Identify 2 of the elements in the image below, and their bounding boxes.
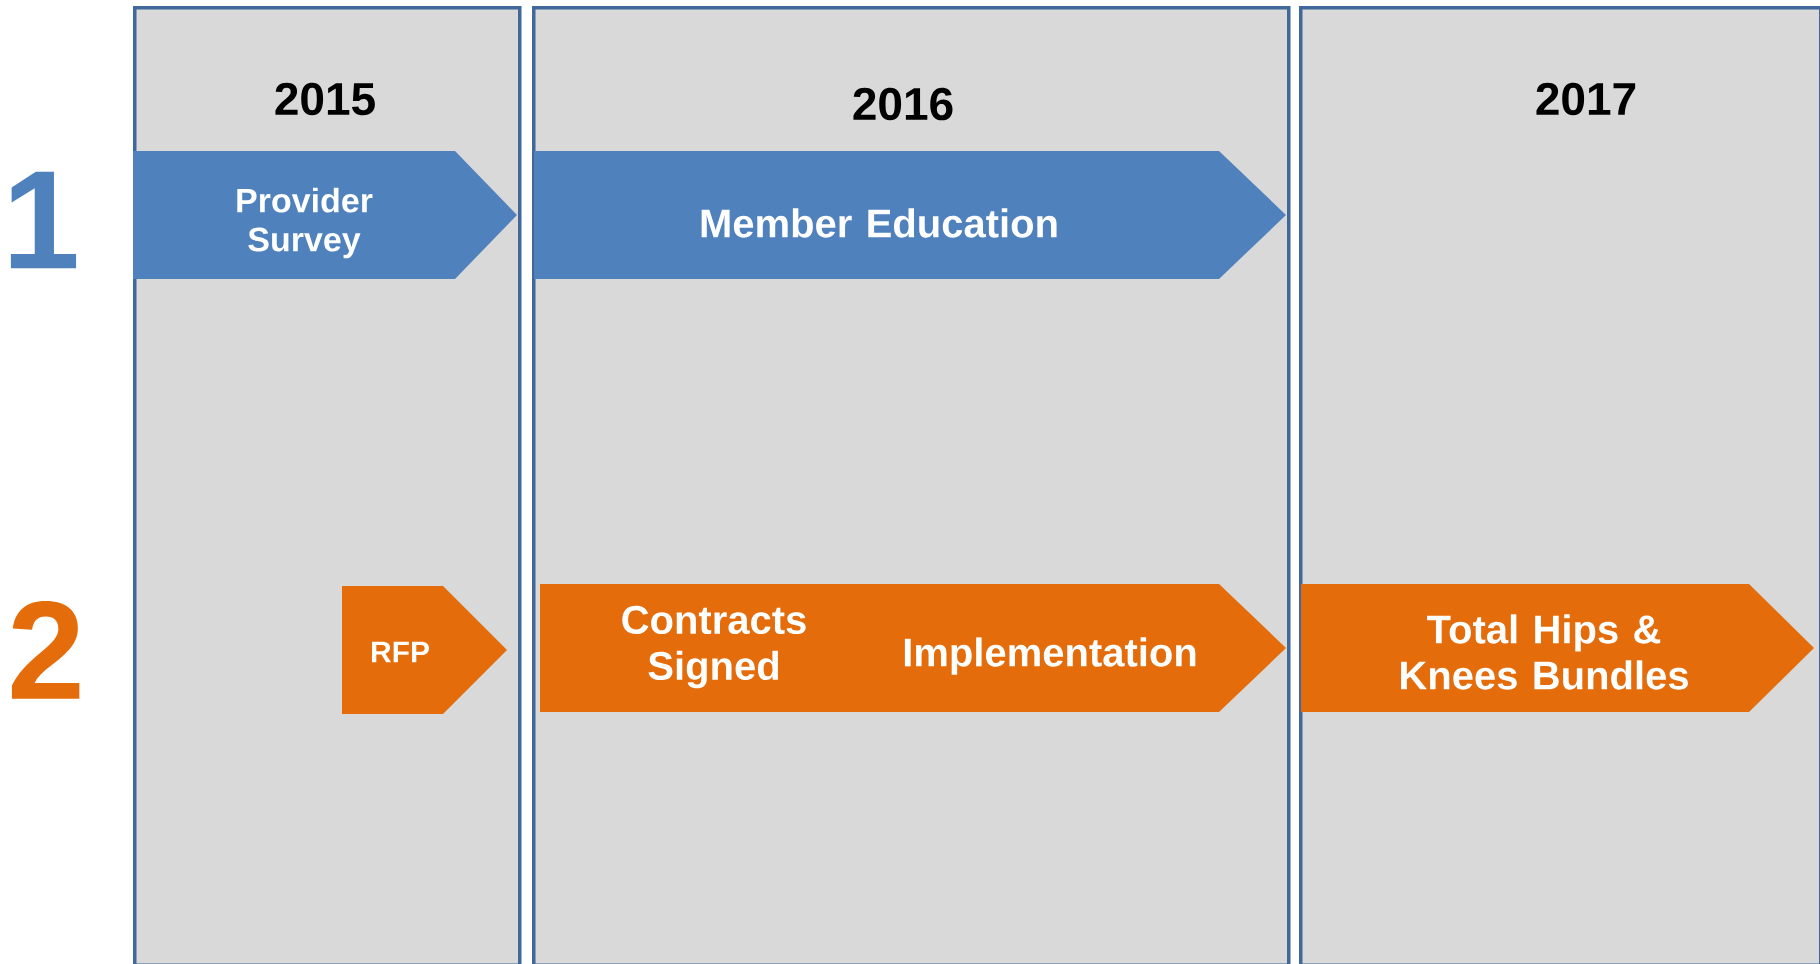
row-number: 1: [10, 171, 77, 269]
row-number: 2: [11, 601, 80, 699]
